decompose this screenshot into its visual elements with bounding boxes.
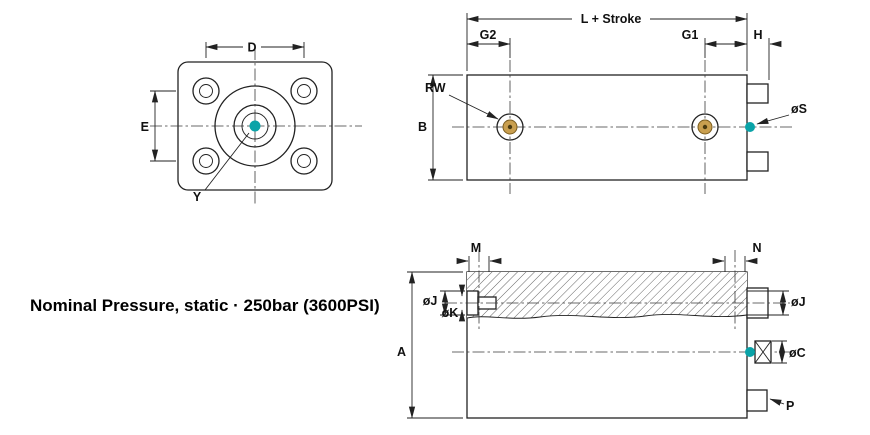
dim-n-extension	[724, 256, 746, 272]
dim-label-rw: RW	[425, 81, 446, 95]
section-view: M N øJ øK A øJ øC	[397, 241, 806, 419]
side-dimensions: L + Stroke G2 G1 H B RW øS	[418, 12, 807, 181]
bolt-hole	[192, 77, 220, 105]
dim-label-a: A	[397, 345, 406, 359]
dim-label-os: øS	[791, 102, 807, 116]
top-port-axes	[478, 250, 736, 332]
rod-center-dot	[249, 120, 261, 132]
dim-label-oc: øC	[789, 346, 806, 360]
port-right	[691, 113, 719, 141]
dim-a-extension	[407, 271, 463, 419]
bolt-hole	[192, 147, 220, 175]
dim-label-l-stroke: L + Stroke	[581, 12, 642, 26]
bottom-right-tab	[746, 389, 768, 412]
dim-p-leader	[769, 398, 785, 406]
dim-label-oj-right: øJ	[791, 295, 806, 309]
port-boss-circle	[691, 113, 719, 141]
right-port-bore-lines	[747, 290, 768, 316]
bolt-holes	[192, 77, 318, 175]
cushion-screw-cross	[754, 340, 772, 364]
bolt-hole-inner	[297, 154, 311, 168]
section-dimensions: M N øJ øK A øJ øC	[397, 241, 806, 419]
dim-m-extension	[468, 256, 490, 272]
section-hatch	[467, 272, 747, 319]
rod-bore	[214, 85, 296, 167]
dim-label-e: E	[141, 120, 149, 134]
bolt-hole-inner	[199, 154, 213, 168]
cushion-screw-symbol	[754, 340, 772, 364]
dim-label-g2: G2	[480, 28, 497, 42]
port-left	[496, 113, 524, 141]
dim-label-b: B	[418, 120, 427, 134]
side-view: L + Stroke G2 G1 H B RW øS	[418, 12, 807, 194]
bolt-hole	[290, 77, 318, 105]
port-boss-circle	[496, 113, 524, 141]
dim-label-m: M	[471, 241, 481, 255]
right-tab-bottom	[746, 151, 769, 172]
front-dimensions: D E Y	[141, 41, 305, 204]
bolt-hole-inner	[297, 84, 311, 98]
dim-label-oj-left: øJ	[423, 294, 438, 308]
pilot-circle	[214, 85, 296, 167]
bolt-hole	[290, 147, 318, 175]
dim-label-y: Y	[193, 190, 202, 204]
port-plug-center	[507, 124, 513, 130]
port-plug-center	[702, 124, 708, 130]
section-marker-dot	[745, 347, 755, 357]
dim-rw-leader	[448, 94, 499, 120]
rod-circle	[241, 112, 269, 140]
right-tab-top	[746, 83, 769, 104]
dim-y-leader	[204, 132, 250, 191]
dim-label-p: P	[786, 399, 794, 413]
dim-label-g1: G1	[682, 28, 699, 42]
bolt-hole-inner	[199, 84, 213, 98]
nominal-pressure-title: Nominal Pressure, static · 250bar (3600P…	[30, 296, 380, 315]
dim-label-h: H	[753, 28, 762, 42]
gland-circle	[233, 104, 277, 148]
dim-label-d: D	[247, 41, 256, 55]
section-break-line	[466, 313, 748, 319]
dim-label-ok: øK	[442, 306, 459, 320]
dim-os-leader	[756, 114, 790, 125]
front-view: D E Y	[141, 41, 362, 205]
dim-label-n: N	[752, 241, 761, 255]
side-marker-dot	[745, 122, 755, 132]
